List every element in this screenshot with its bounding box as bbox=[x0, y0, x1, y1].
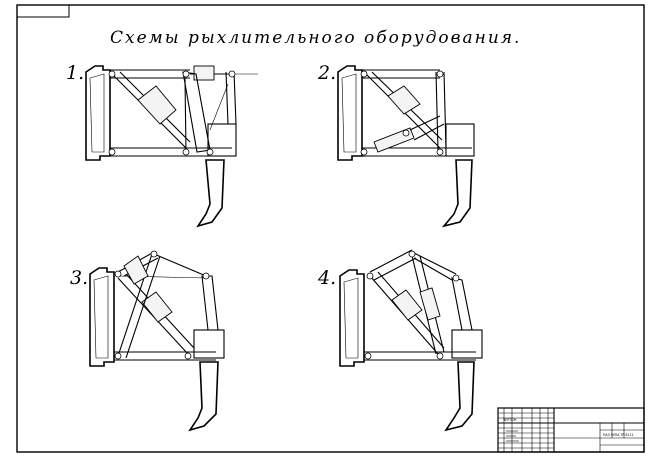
title-block: ПАЗ-ЧУПА ТР 6111 ЧЕРТЕЖ bbox=[497, 407, 645, 453]
scheme-number-2: 2. bbox=[317, 62, 336, 84]
top-left-stamp-box bbox=[16, 4, 70, 18]
sheet-border bbox=[16, 4, 645, 453]
scheme-number-4: 4. bbox=[317, 267, 336, 289]
scheme-4-drawing bbox=[339, 249, 483, 432]
scheme-number-3: 3. bbox=[70, 267, 88, 289]
stamp-code: ПАЗ-ЧУПА ТР 6111 bbox=[603, 433, 633, 437]
scheme-1-drawing bbox=[85, 65, 258, 228]
scheme-3-drawing bbox=[89, 250, 225, 432]
scheme-number-1: 1. bbox=[66, 62, 84, 84]
stamp-caption: ЧЕРТЕЖ bbox=[503, 418, 517, 422]
drawing-title: Схемы рыхлительного оборудования. bbox=[110, 28, 521, 48]
scheme-2-drawing bbox=[337, 65, 475, 228]
